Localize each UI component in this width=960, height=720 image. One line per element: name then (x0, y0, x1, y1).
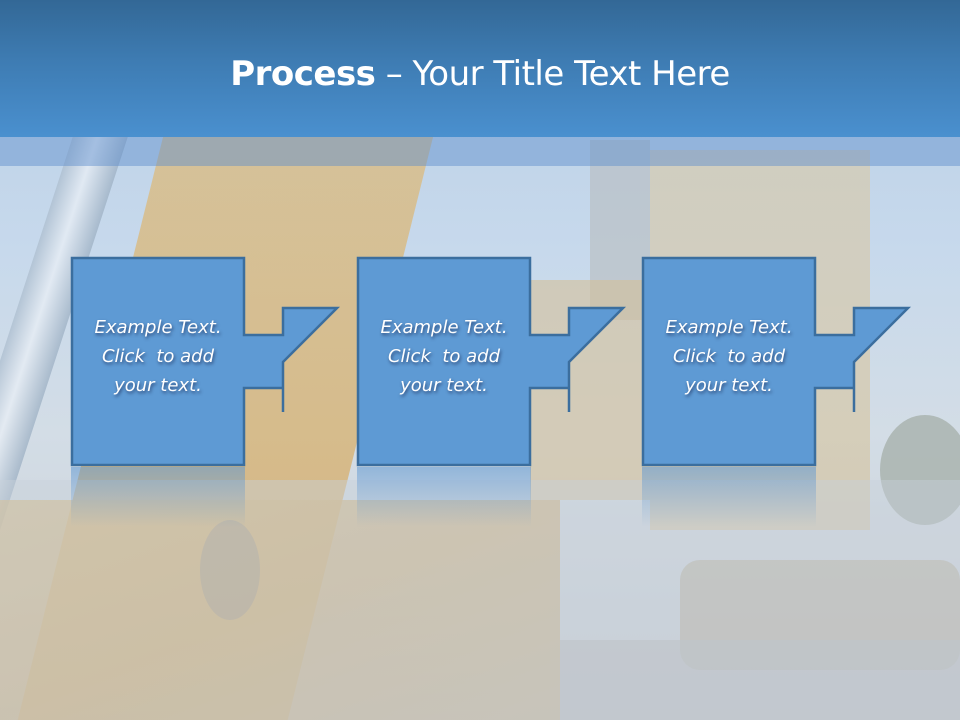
step-line: Example Text. (94, 317, 222, 338)
process-step-3[interactable]: Example Text. Click to add your text. (641, 256, 912, 467)
process-step-1[interactable]: Example Text. Click to add your text. (70, 256, 341, 467)
title-bold: Process (230, 54, 376, 94)
right-arrow-callout-icon (356, 256, 627, 467)
step-line: your text. (114, 375, 202, 396)
bg-excavator-bucket (0, 500, 560, 720)
title-rest: – Your Title Text Here (375, 54, 731, 94)
step-2-reflection (357, 467, 531, 527)
step-1-reflection (71, 467, 245, 527)
step-line: Click to add (101, 346, 214, 367)
bg-ground (560, 640, 960, 720)
step-line: Example Text. (380, 317, 508, 338)
step-line: Click to add (387, 346, 500, 367)
bg-wheel (200, 520, 260, 620)
bg-tree (880, 415, 960, 525)
step-line: Example Text. (665, 317, 793, 338)
step-line: your text. (685, 375, 773, 396)
step-line: Click to add (672, 346, 785, 367)
step-line: your text. (400, 375, 488, 396)
step-text: Example Text. Click to add your text. (357, 313, 531, 400)
title-bar (0, 0, 960, 137)
right-arrow-callout-icon (641, 256, 912, 467)
slide-title[interactable]: Process – Your Title Text Here (0, 52, 960, 96)
step-text: Example Text. Click to add your text. (642, 313, 816, 400)
title-bar-band (0, 137, 960, 166)
right-arrow-callout-icon (70, 256, 341, 467)
step-text: Example Text. Click to add your text. (71, 313, 245, 400)
process-step-2[interactable]: Example Text. Click to add your text. (356, 256, 627, 467)
step-3-reflection (642, 467, 816, 527)
